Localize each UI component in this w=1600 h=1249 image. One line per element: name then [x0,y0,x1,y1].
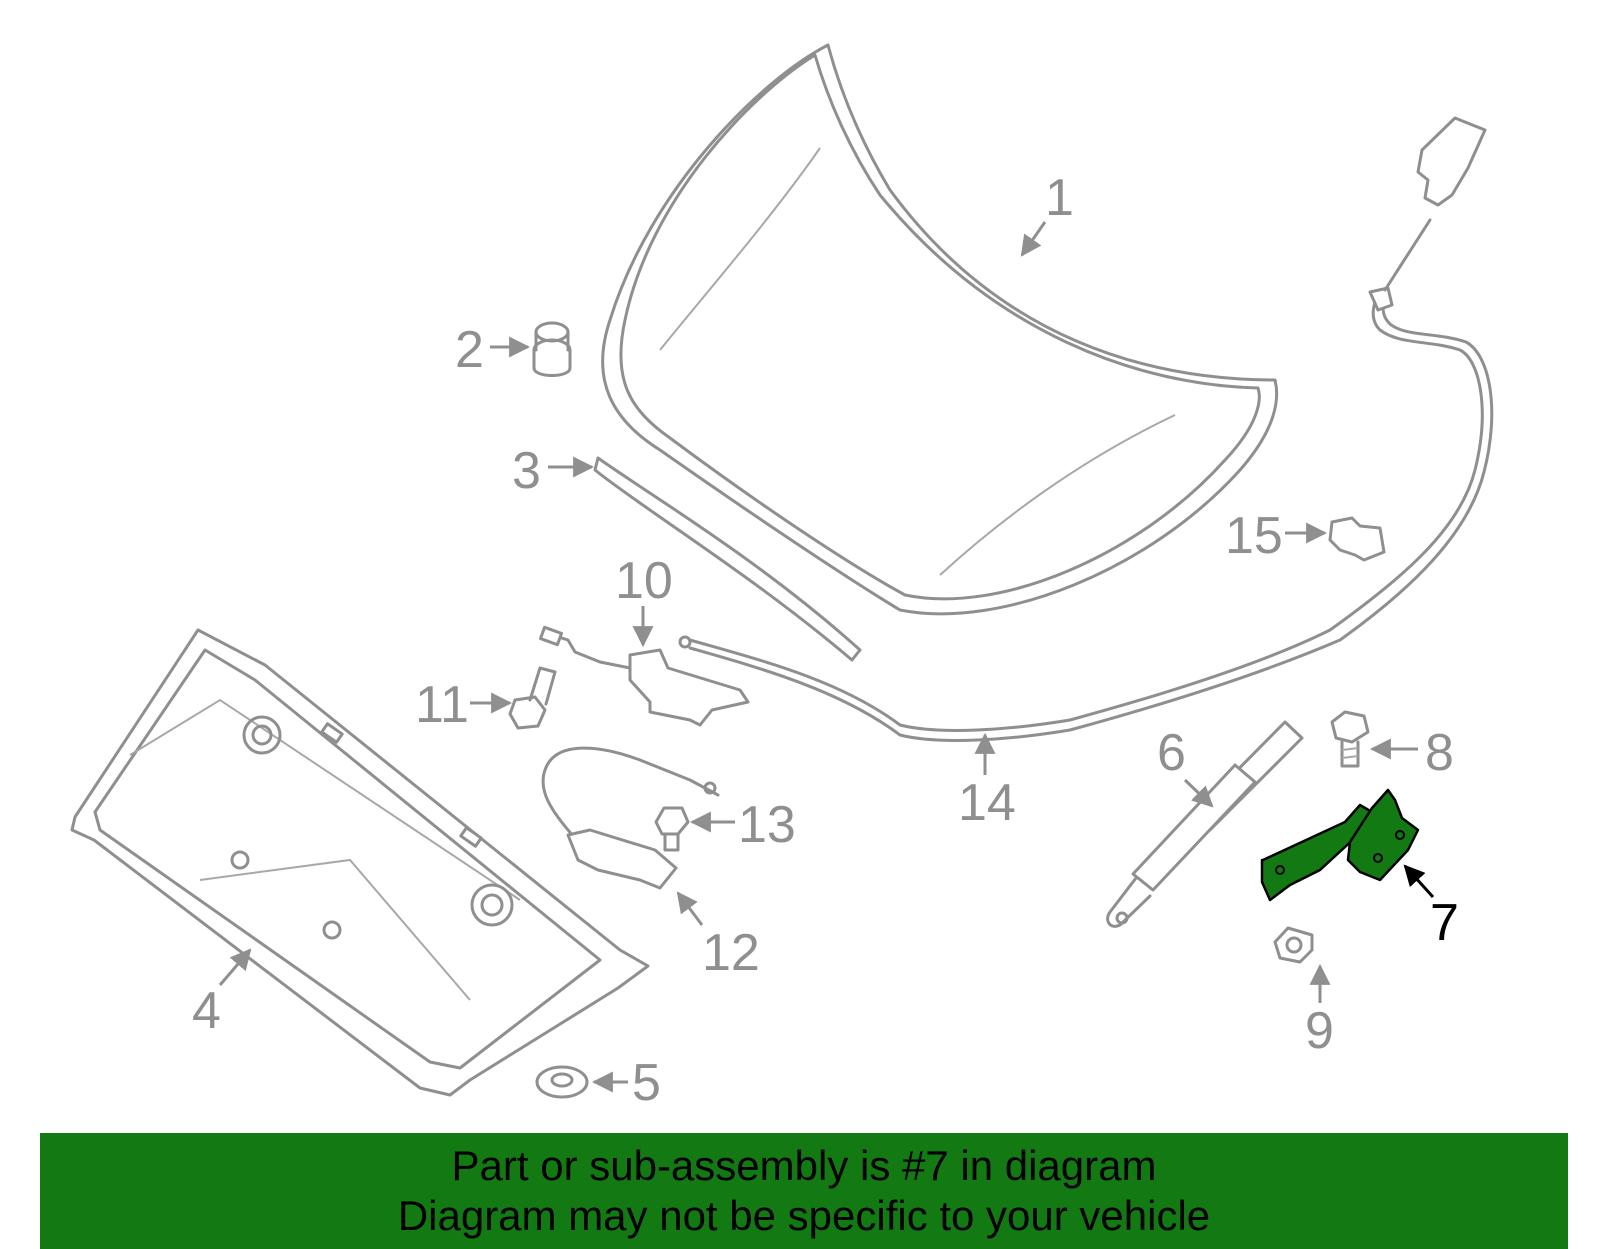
callout-2: 2 [455,321,484,379]
callout-10: 10 [615,552,673,610]
callout-3: 3 [512,442,541,500]
cable-clip [1328,516,1386,562]
callout-11: 11 [415,676,469,734]
callout-6: 6 [1157,724,1186,782]
callout-5: 5 [632,1054,661,1112]
banner-line-2: Diagram may not be specific to your vehi… [397,1192,1211,1239]
hood-lift-support [1106,720,1304,928]
callout-4-arrow [218,948,252,986]
insulator-retainer [535,1065,589,1099]
callout-12: 12 [702,924,760,982]
hood-panel [601,43,1279,616]
callout-7: 7 [1430,894,1459,952]
hood-release-handle [541,746,720,890]
callout-1: 1 [1045,169,1074,227]
callout-4: 4 [192,982,221,1040]
latch-bolt [508,666,557,730]
hinge-nut [1273,926,1314,964]
callout-7-arrow [1403,864,1435,899]
hood-release-cable [678,116,1494,742]
callout-13: 13 [738,796,796,854]
hood-bumper-stop [532,321,572,377]
callout-14: 14 [958,774,1016,832]
hood-latch [538,625,750,727]
part-info-banner: Part or sub-assembly is #7 in diagram Di… [40,1133,1568,1249]
callout-8: 8 [1425,724,1454,782]
handle-bolt [654,806,690,852]
hinge-bolt [1330,710,1370,768]
hood-hinge-highlighted [1260,788,1420,902]
callout-9: 9 [1305,1002,1334,1060]
callout-1-arrow [1020,221,1047,257]
callout-12-arrow [676,891,704,926]
callout-6-arrow [1183,778,1214,808]
callout-15: 15 [1225,507,1283,565]
banner-line-1: Part or sub-assembly is #7 in diagram [451,1142,1157,1189]
hood-seal [593,456,862,662]
hood-insulator [70,628,650,1097]
